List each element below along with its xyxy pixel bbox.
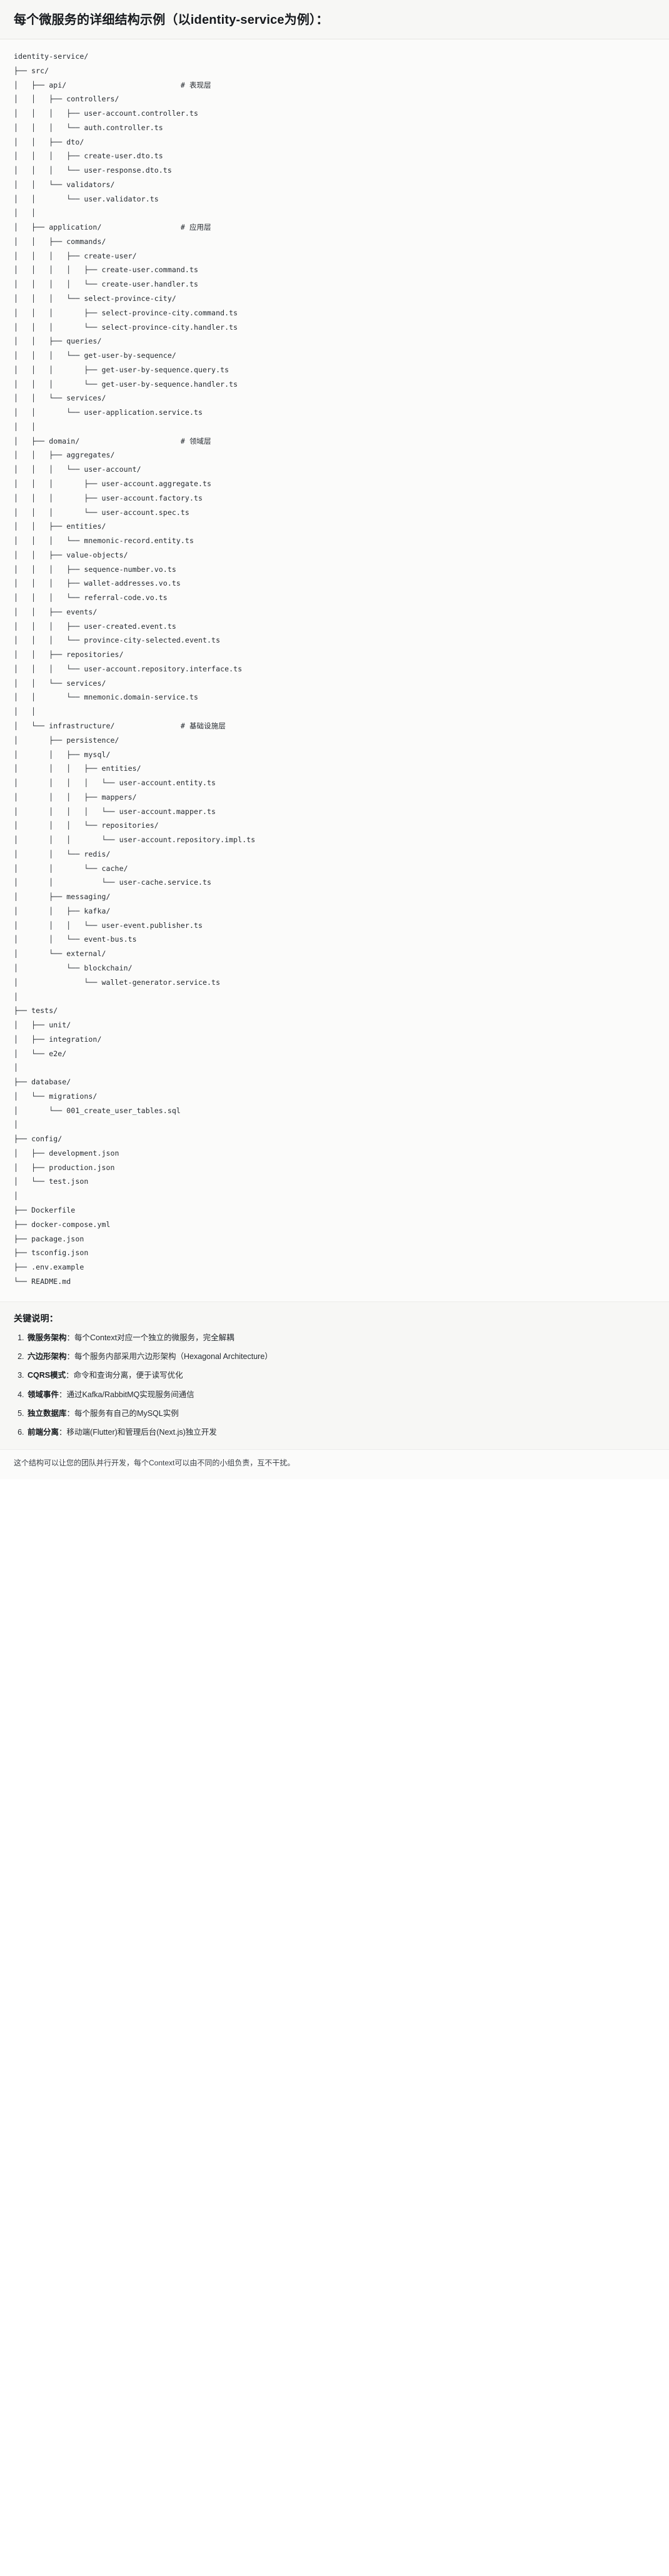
key-point-term: 独立数据库 <box>28 1409 67 1418</box>
key-point-term: 六边形架构 <box>28 1352 67 1361</box>
key-point-desc: 移动端(Flutter)和管理后台(Next.js)独立开发 <box>66 1428 217 1437</box>
key-point-separator: ： <box>66 1352 75 1361</box>
list-item: 前端分离：移动端(Flutter)和管理后台(Next.js)独立开发 <box>26 1427 655 1438</box>
key-point-desc: 命令和查询分离，便于读写优化 <box>73 1371 183 1380</box>
key-point-desc: 每个Context对应一个独立的微服务，完全解耦 <box>74 1333 234 1342</box>
key-point-separator: ： <box>66 1333 75 1342</box>
directory-tree: identity-service/ ├── src/ │ ├── api/ # … <box>14 52 256 1286</box>
key-point-term: 领域事件 <box>28 1390 59 1399</box>
document-header: 每个微服务的详细结构示例（以identity-service为例）： <box>0 0 669 39</box>
directory-tree-block: identity-service/ ├── src/ │ ├── api/ # … <box>0 39 669 1302</box>
key-point-desc: 每个服务内部采用六边形架构（Hexagonal Architecture） <box>74 1352 273 1361</box>
key-point-desc: 通过Kafka/RabbitMQ实现服务间通信 <box>66 1390 194 1399</box>
key-point-desc: 每个服务有自己的MySQL实例 <box>74 1409 179 1418</box>
list-item: 六边形架构：每个服务内部采用六边形架构（Hexagonal Architectu… <box>26 1351 655 1363</box>
footer-note: 这个结构可以让您的团队并行开发，每个Context可以由不同的小组负责，互不干扰… <box>0 1449 669 1480</box>
key-point-term: 前端分离 <box>28 1428 59 1437</box>
page-title: 每个微服务的详细结构示例（以identity-service为例）： <box>14 13 329 27</box>
key-point-separator: ： <box>59 1428 67 1437</box>
key-point-separator: ： <box>66 1409 75 1418</box>
key-point-term: 微服务架构 <box>28 1333 67 1342</box>
key-point-separator: ： <box>66 1371 74 1380</box>
key-point-separator: ： <box>59 1390 67 1399</box>
key-points-list: 微服务架构：每个Context对应一个独立的微服务，完全解耦 六边形架构：每个服… <box>14 1332 655 1439</box>
key-points-title: 关键说明： <box>14 1313 58 1323</box>
list-item: CQRS模式：命令和查询分离，便于读写优化 <box>26 1370 655 1382</box>
list-item: 领域事件：通过Kafka/RabbitMQ实现服务间通信 <box>26 1389 655 1401</box>
list-item: 微服务架构：每个Context对应一个独立的微服务，完全解耦 <box>26 1332 655 1344</box>
key-point-term: CQRS模式 <box>28 1371 66 1380</box>
list-item: 独立数据库：每个服务有自己的MySQL实例 <box>26 1408 655 1420</box>
key-points-section: 关键说明： 微服务架构：每个Context对应一个独立的微服务，完全解耦 六边形… <box>0 1301 669 1450</box>
